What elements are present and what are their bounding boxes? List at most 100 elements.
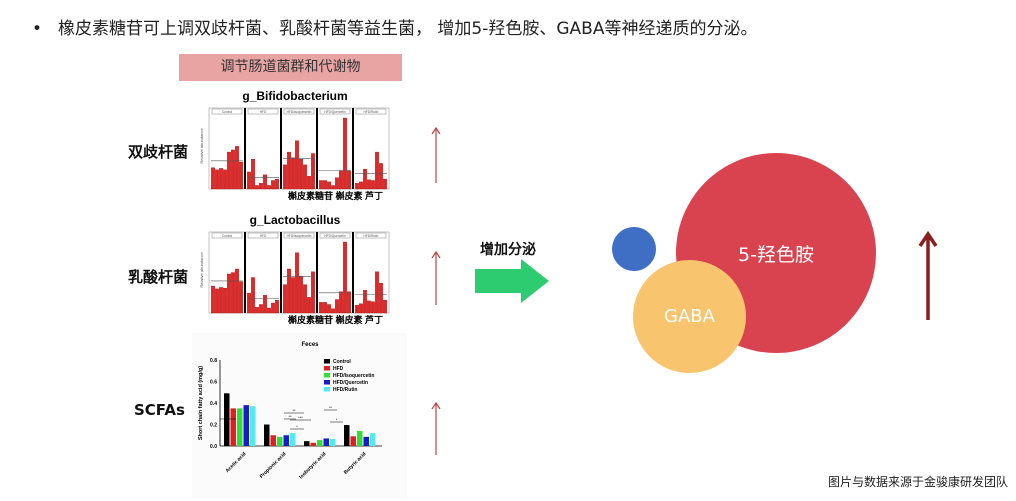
panel-header: [355, 108, 387, 115]
bar: [263, 174, 267, 190]
bar: [287, 268, 291, 314]
panel-header: [283, 108, 315, 115]
section-banner: 调节肠道菌群和代谢物: [179, 54, 402, 81]
plot-area: [208, 107, 390, 190]
bar: [383, 178, 387, 190]
bar: [383, 300, 387, 314]
bar-control: [304, 441, 310, 446]
bar: [307, 297, 311, 314]
bar: [235, 268, 239, 314]
bar: [371, 180, 375, 190]
bar-hfd-rutin: [370, 433, 376, 446]
y-axis-label: Short chain fatty acid (mg/g): [198, 366, 204, 440]
panel-label: Control: [222, 234, 233, 238]
bar: [319, 302, 323, 314]
y-tick-label: 0.2: [210, 423, 217, 429]
panel-label: HFD/Rutin: [364, 234, 379, 238]
panel-label: HFD/Quercetin: [324, 234, 345, 238]
panel-header: [247, 108, 279, 115]
bar: [311, 153, 315, 190]
bar: [211, 285, 215, 314]
y-tick-label: 0.0: [210, 444, 217, 450]
panel-header: [283, 232, 315, 239]
bar: [219, 168, 223, 190]
source-footer: 图片与数据来源于金骏康研发团队: [827, 475, 1008, 489]
arrow-up-icon: [431, 126, 441, 183]
bar-hfd-isoquercetin: [357, 430, 363, 446]
panel-label: HFD: [260, 110, 267, 114]
legend-swatch: [324, 387, 330, 392]
bar: [239, 281, 243, 314]
bullet-text: •橡皮素糖苷可上调双歧杆菌、乳酸杆菌等益生菌， 增加5-羟色胺、GABA等神经递…: [32, 19, 758, 39]
bar: [375, 271, 379, 314]
bar: [295, 252, 299, 314]
increase-secretion-label: 增加分泌: [480, 242, 536, 258]
bar: [323, 180, 327, 190]
chart-title: g_Bifidobacterium: [242, 89, 347, 103]
bar-hfd-quercetin: [323, 438, 329, 446]
bar: [359, 303, 363, 314]
bar: [299, 275, 303, 314]
bar: [323, 302, 327, 314]
bar: [251, 159, 255, 190]
bar-control: [264, 424, 270, 446]
serotonin-label: 5-羟色胺: [738, 243, 814, 266]
bar: [275, 178, 279, 190]
gaba-circle: GABA: [633, 260, 746, 373]
bar: [339, 170, 343, 190]
bar: [343, 241, 347, 314]
bar-hfd-rutin: [250, 406, 256, 446]
bar-hfd-quercetin: [363, 436, 369, 446]
bar: [375, 151, 379, 190]
bar: [219, 287, 223, 314]
bar: [287, 151, 291, 190]
bar: [235, 146, 239, 190]
bar-hfd: [270, 435, 276, 446]
bar: [255, 307, 259, 314]
legend-label: HFD/Isoquercetin: [333, 373, 374, 379]
panel-header: [319, 108, 351, 115]
bar-hfd-quercetin: [243, 405, 249, 446]
bar-hfd-isoquercetin: [277, 436, 283, 446]
bar-hfd-rutin: [330, 439, 336, 446]
significance-marker: **: [329, 405, 333, 410]
bar: [263, 295, 267, 314]
bar: [227, 151, 231, 190]
bar: [335, 299, 339, 314]
legend-label: Control: [333, 359, 351, 365]
legend-label: HFD: [333, 366, 344, 372]
compound-annotation: 槲皮素糖苷 槲皮素 芦丁: [288, 190, 383, 201]
bar: [239, 161, 243, 190]
bar: [363, 168, 367, 190]
large-up-arrow-icon: [918, 230, 938, 320]
bar-hfd-isoquercetin: [317, 440, 323, 446]
up-arrows-small: [431, 126, 441, 455]
bar: [283, 164, 287, 190]
bar: [259, 183, 263, 190]
bar: [267, 307, 271, 314]
bar: [343, 117, 347, 190]
bar-hfd-quercetin: [283, 435, 289, 446]
panel-label: HFD/Isoquercetin: [287, 234, 312, 238]
bar: [303, 284, 307, 314]
label-bifidobacterium: 双歧杆菌: [128, 143, 189, 161]
label-lactobacillus: 乳酸杆菌: [128, 268, 189, 286]
bar: [331, 185, 335, 190]
compound-annotation: 槲皮素糖苷 槲皮素 芦丁: [288, 314, 383, 325]
panel-label: HFD/Isoquercetin: [287, 110, 312, 114]
chart-title: Feces: [301, 342, 319, 348]
bar-hfd: [230, 408, 236, 446]
y-tick-label: 0.8: [210, 358, 217, 364]
bar: [299, 159, 303, 190]
legend-swatch: [324, 359, 330, 364]
y-axis-label: Relative abundance: [199, 128, 204, 164]
significance-marker: *: [296, 424, 298, 429]
bar: [231, 272, 235, 314]
panel-header: [211, 232, 243, 239]
bar: [259, 304, 263, 314]
bar-control: [224, 393, 230, 446]
panel-label: HFD/Quercetin: [324, 110, 345, 114]
